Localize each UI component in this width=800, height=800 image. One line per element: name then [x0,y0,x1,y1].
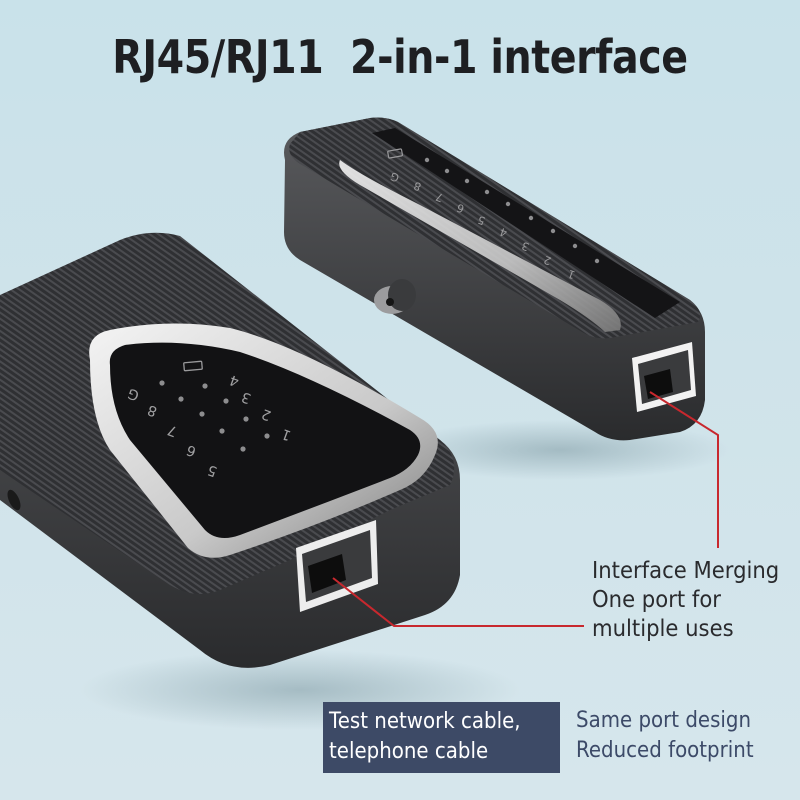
note-line-1: Same port design [576,708,752,733]
callout-line-main [332,577,584,627]
callout-line-remote [649,391,719,548]
svg-text:7: 7 [434,190,445,205]
note-line-2: Reduced footprint [576,738,754,763]
main-keypad-leds [159,380,270,452]
svg-text:8: 8 [412,179,423,194]
callout-line-1: Interface Merging [592,558,780,584]
badge-line-1: Test network cable, [329,709,521,734]
main-rj-port [296,520,378,612]
remote-rj-port [632,342,696,412]
svg-text:4: 4 [498,225,509,240]
main-keypad-labels: G 8 7 6 5 4 3 2 1 [126,371,294,479]
battery-icon [387,148,404,159]
svg-text:3: 3 [520,239,531,254]
callout-text: Interface Merging One port for multiple … [592,557,779,644]
feature-badge: Test network cable, telephone cable [323,702,560,773]
knob-icon [374,279,416,314]
side-slot [7,489,21,511]
svg-text:2: 2 [542,253,553,268]
svg-text:6: 6 [455,201,466,216]
page-title: RJ45/RJ11 2-in-1 interface [112,30,688,84]
callout-line-2: One port for [592,587,722,613]
remote-unit: G 8 7 6 5 4 3 2 1 [284,117,705,441]
battery-icon [183,360,203,372]
remote-keypad-leds [424,157,600,264]
svg-text:G: G [126,385,142,404]
remote-keypad-labels: G 8 7 6 5 4 3 2 1 [389,169,577,281]
main-unit: G 8 7 6 5 4 3 2 1 [0,232,460,668]
badge-line-2: telephone cable [329,739,489,764]
svg-text:G: G [389,169,401,184]
callout-line-3: multiple uses [592,616,734,642]
feature-note: Same port design Reduced footprint [576,706,773,766]
svg-text:1: 1 [566,267,577,282]
callout-lines [332,391,719,627]
svg-text:5: 5 [476,213,487,228]
